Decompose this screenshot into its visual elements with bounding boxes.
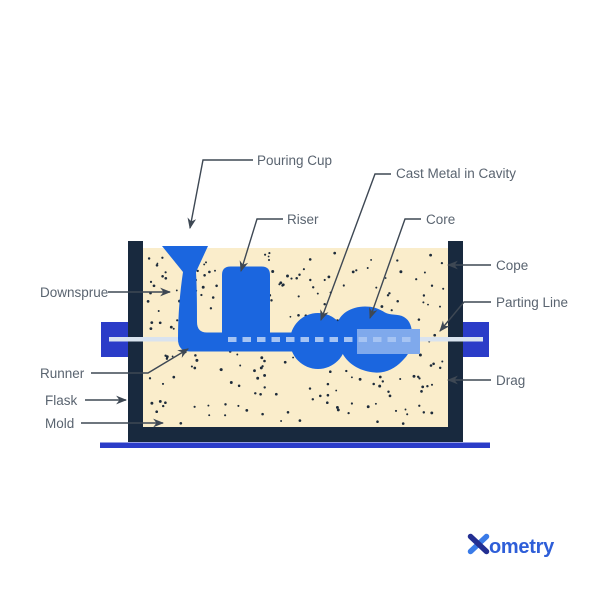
leader-runner xyxy=(91,348,189,374)
parting-line-right-segment xyxy=(419,337,483,342)
label-core: Core xyxy=(426,212,455,227)
label-runner: Runner xyxy=(40,366,85,381)
base-board xyxy=(100,442,490,448)
flask-bottom-wall xyxy=(128,427,463,442)
pouring-cup-shape xyxy=(162,246,208,272)
label-drag: Drag xyxy=(496,373,525,388)
label-downsprue: Downsprue xyxy=(40,285,108,300)
leader-parting-line xyxy=(439,301,491,332)
labels: Pouring Cup Riser Cast Metal in Cavity C… xyxy=(40,153,568,431)
riser-shape xyxy=(222,266,270,335)
xometry-x-icon-dark-stroke xyxy=(467,533,490,555)
leader-cast-metal xyxy=(320,173,391,322)
label-pouring-cup: Pouring Cup xyxy=(257,153,332,168)
leader-pouring-cup xyxy=(187,159,253,230)
label-parting-line: Parting Line xyxy=(496,295,568,310)
leader-riser xyxy=(239,218,283,273)
label-riser: Riser xyxy=(287,212,319,227)
logo-wordmark: ometry xyxy=(489,536,555,558)
label-cope: Cope xyxy=(496,258,528,273)
parting-line-left-segment xyxy=(109,337,183,342)
xometry-logo: ometry xyxy=(467,533,555,558)
label-mold: Mold xyxy=(45,416,74,431)
leader-core xyxy=(369,218,421,320)
label-cast-metal-in-cavity: Cast Metal in Cavity xyxy=(396,166,516,181)
label-flask: Flask xyxy=(45,393,78,408)
leader-lines xyxy=(81,159,491,428)
